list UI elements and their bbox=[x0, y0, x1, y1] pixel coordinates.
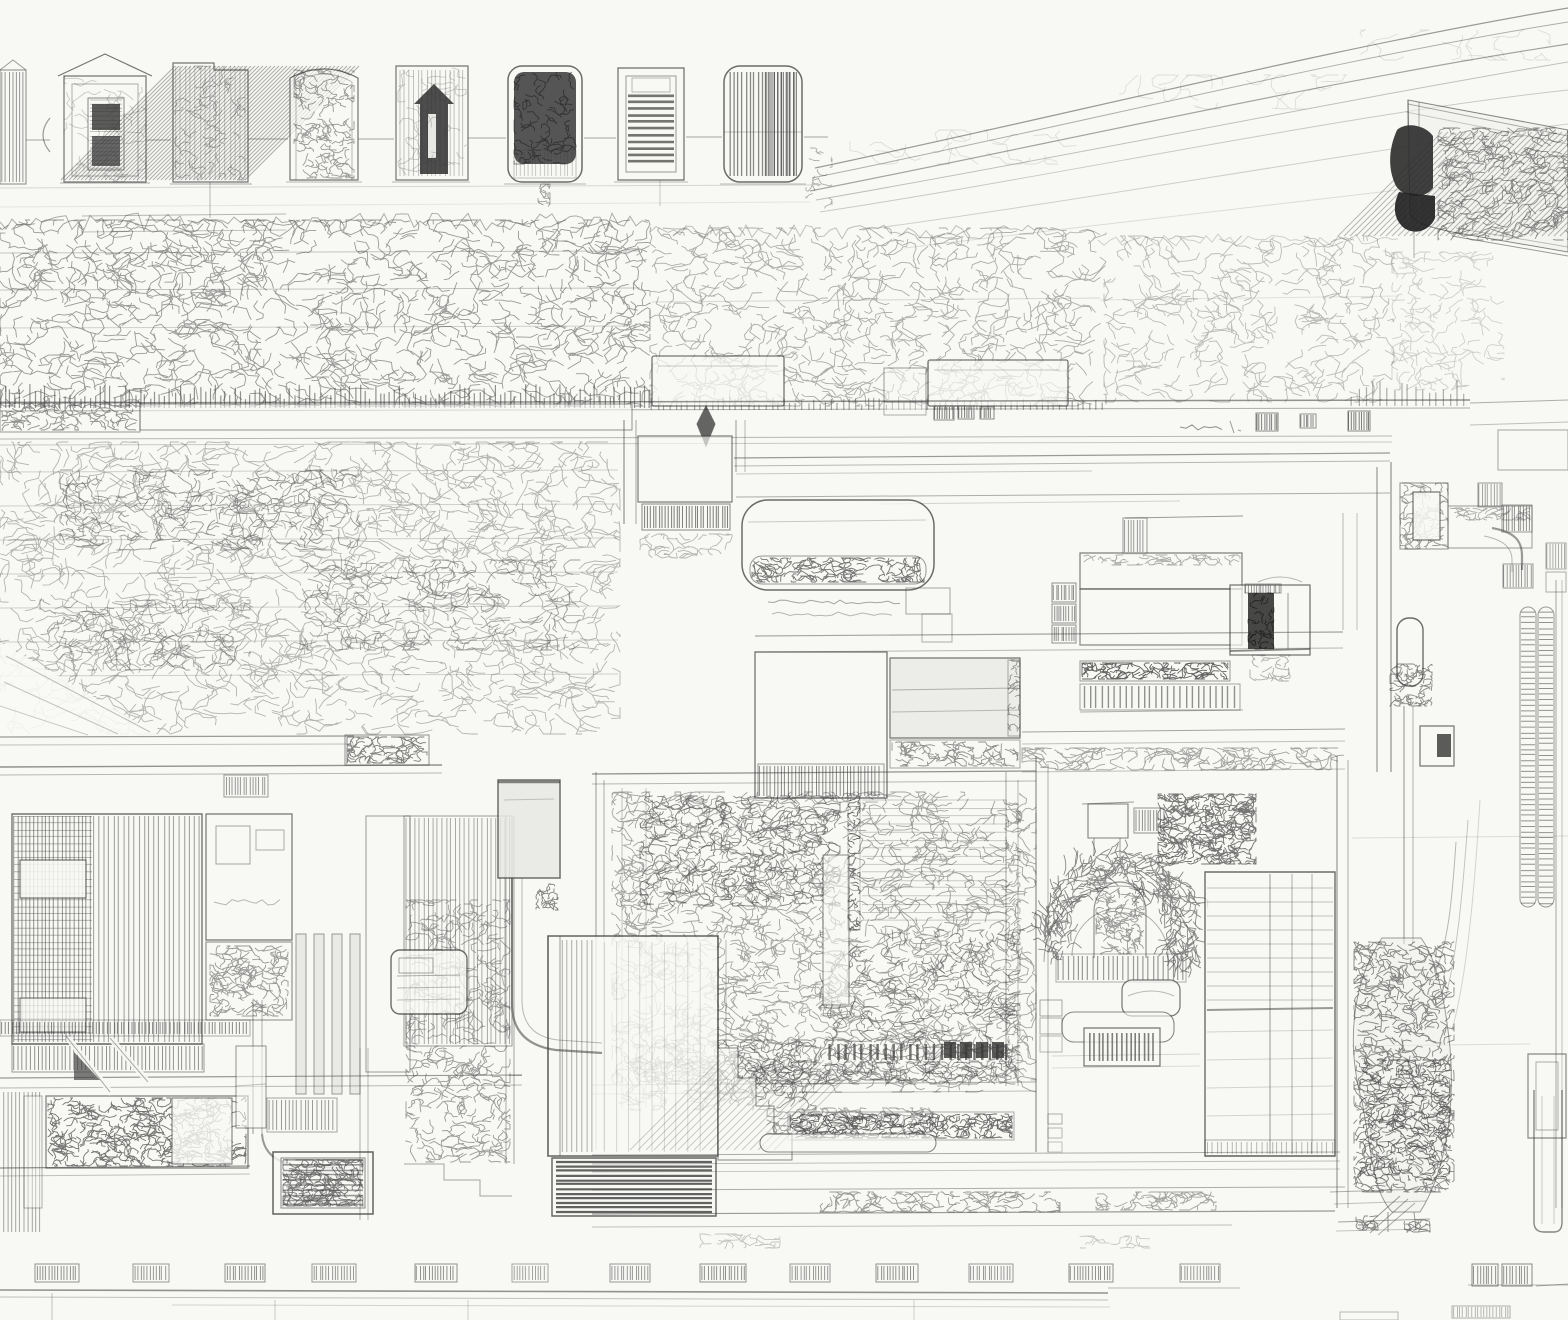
capsule-bar bbox=[742, 500, 934, 616]
black-core-box bbox=[1230, 577, 1310, 681]
hall-room bbox=[1020, 756, 1349, 1208]
wedge-building bbox=[1338, 100, 1568, 258]
hillside-field bbox=[0, 442, 620, 775]
left-plan bbox=[0, 735, 602, 1232]
terrace bbox=[592, 1108, 1345, 1248]
bottom-margin bbox=[0, 1264, 1568, 1320]
stepped-tower bbox=[906, 516, 1243, 645]
stage-panel bbox=[548, 936, 864, 1216]
statue-pole bbox=[1330, 618, 1480, 1235]
tree-band bbox=[0, 213, 1504, 445]
dark-bars bbox=[1080, 661, 1243, 712]
monument-row bbox=[0, 54, 828, 218]
right-margin bbox=[1400, 400, 1568, 1318]
grid-table-room bbox=[1205, 872, 1335, 1156]
mid-rooms bbox=[755, 462, 1568, 1046]
central-corridor bbox=[624, 406, 1390, 558]
